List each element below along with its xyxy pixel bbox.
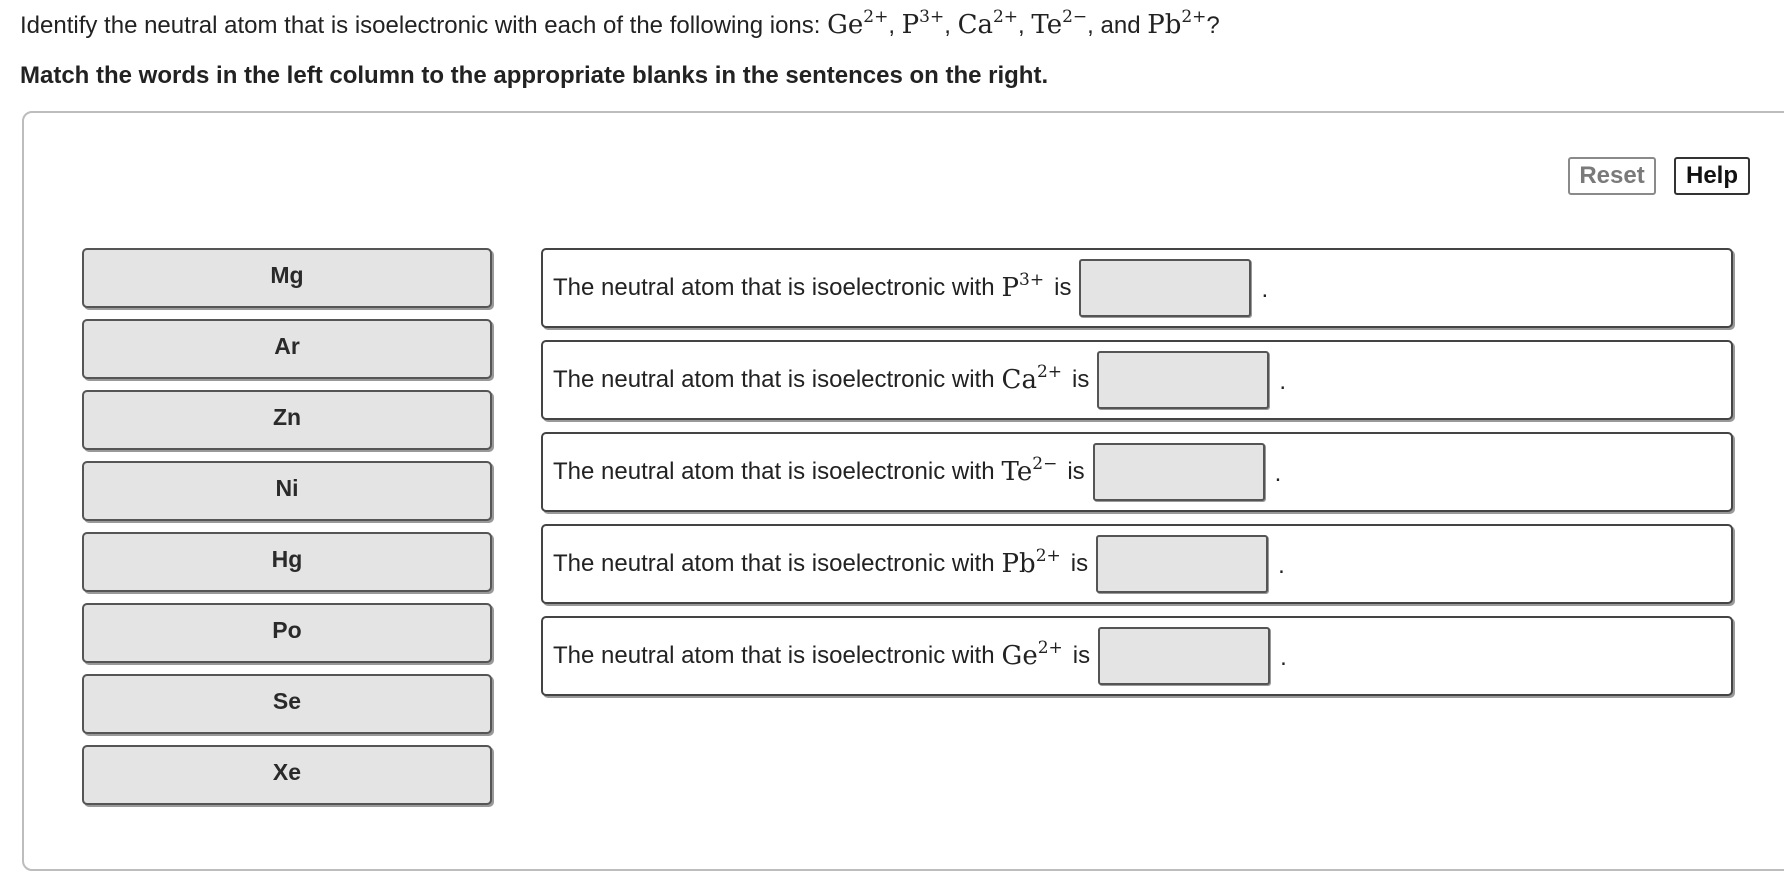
answer-blank-te[interactable] bbox=[1092, 443, 1265, 501]
answer-blank-p[interactable] bbox=[1079, 259, 1252, 317]
sentence-ion: Ca2+ bbox=[1001, 362, 1063, 396]
ion-p: P3+ bbox=[901, 7, 945, 41]
sentence-ion: Te2− bbox=[1001, 454, 1058, 488]
ion-te: Te2− bbox=[1031, 7, 1088, 41]
sentence-ion: P3+ bbox=[1001, 270, 1045, 304]
answer-blank-ge[interactable] bbox=[1098, 627, 1271, 685]
instruction-text: Match the words in the left column to th… bbox=[20, 62, 1049, 89]
word-tile-po[interactable]: Po bbox=[82, 603, 492, 663]
sentence-p: The neutral atom that is isoelectronic w… bbox=[541, 248, 1733, 328]
word-tile-zn[interactable]: Zn bbox=[82, 390, 492, 450]
word-tile-xe[interactable]: Xe bbox=[82, 745, 492, 805]
sentence-ca: The neutral atom that is isoelectronic w… bbox=[541, 340, 1733, 420]
question-prefix: Identify the neutral atom that is isoele… bbox=[20, 12, 828, 39]
sentence-ge: The neutral atom that is isoelectronic w… bbox=[541, 616, 1733, 696]
ion-ca: Ca2+ bbox=[957, 7, 1019, 41]
answer-blank-ca[interactable] bbox=[1097, 351, 1270, 409]
word-tile-mg[interactable]: Mg bbox=[82, 248, 492, 308]
sentence-te: The neutral atom that is isoelectronic w… bbox=[541, 432, 1733, 512]
question-text: Identify the neutral atom that is isoele… bbox=[20, 7, 1220, 41]
word-tile-hg[interactable]: Hg bbox=[82, 532, 492, 592]
ion-ge: Ge2+ bbox=[827, 7, 889, 41]
sentence-ion: Ge2+ bbox=[1001, 638, 1063, 672]
reset-button[interactable]: Reset bbox=[1568, 157, 1656, 195]
sentence-ion: Pb2+ bbox=[1001, 546, 1061, 580]
word-tile-se[interactable]: Se bbox=[82, 674, 492, 734]
word-tile-ni[interactable]: Ni bbox=[82, 461, 492, 521]
ion-pb: Pb2+ bbox=[1147, 7, 1207, 41]
sentence-pb: The neutral atom that is isoelectronic w… bbox=[541, 524, 1733, 604]
word-tile-ar[interactable]: Ar bbox=[82, 319, 492, 379]
help-button[interactable]: Help bbox=[1674, 157, 1750, 195]
answer-blank-pb[interactable] bbox=[1096, 535, 1269, 593]
